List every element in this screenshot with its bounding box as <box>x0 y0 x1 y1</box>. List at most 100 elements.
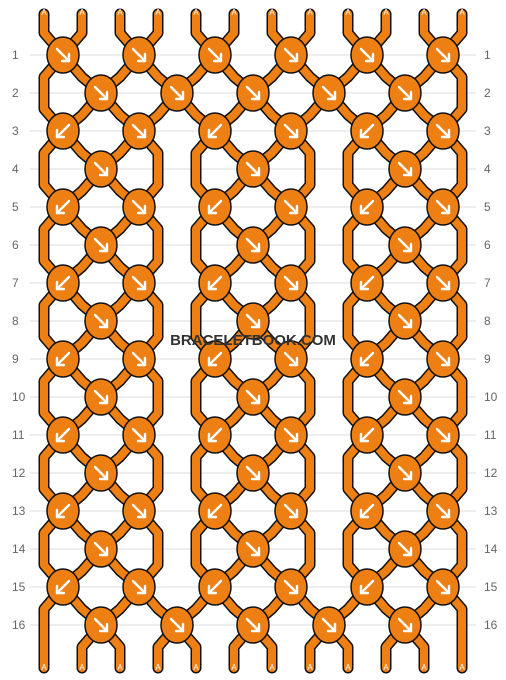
knot-rl <box>122 112 156 150</box>
knot-arrow-icon <box>207 579 223 595</box>
knot-arrow-icon <box>397 465 413 481</box>
string-label-top: A <box>269 8 275 17</box>
watermark-text: BRACELETBOOK.COM <box>170 332 336 349</box>
string-label-top: A <box>193 8 199 17</box>
row-number-left: 13 <box>12 504 26 518</box>
row-number-left: 2 <box>12 86 19 100</box>
knot-rr <box>388 302 422 340</box>
string-label-top: A <box>345 8 351 17</box>
knot-arrow-icon <box>93 237 109 253</box>
knot-arrow-icon <box>283 123 299 139</box>
knot-rl <box>274 492 308 530</box>
string-label-bottom: A <box>117 663 123 672</box>
knot-arrow-icon <box>55 579 71 595</box>
knot-ll <box>46 112 80 150</box>
knot-ll <box>350 264 384 302</box>
knot-rr <box>274 36 308 74</box>
knot-arrow-icon <box>283 47 299 63</box>
knot-arrow-icon <box>435 579 451 595</box>
knot-arrow-icon <box>283 351 299 367</box>
row-number-right: 5 <box>484 200 491 214</box>
row-number-left: 1 <box>12 48 19 62</box>
knot-arrow-icon <box>169 85 185 101</box>
thread-strand <box>287 10 333 672</box>
knot-rl <box>122 264 156 302</box>
knot-arrow-icon <box>131 503 147 519</box>
knot-arrow-icon <box>93 161 109 177</box>
knot-rl <box>274 568 308 606</box>
thread-strand <box>135 10 181 672</box>
knot-arrow-icon <box>93 389 109 405</box>
knot-rr <box>84 606 118 644</box>
string-label-top: A <box>231 8 237 17</box>
row-number-right: 6 <box>484 238 491 252</box>
string-label-bottom: A <box>459 663 465 672</box>
row-number-right: 12 <box>484 466 498 480</box>
knot-arrow-icon <box>131 579 147 595</box>
knot-arrow-icon <box>435 199 451 215</box>
knot-rr <box>236 302 270 340</box>
row-number-right: 16 <box>484 618 498 632</box>
knot-rr <box>84 530 118 568</box>
knot-arrow-icon <box>131 275 147 291</box>
thread-strand <box>40 10 67 672</box>
row-number-left: 3 <box>12 124 19 138</box>
knot-rr <box>388 530 422 568</box>
knot-ll <box>350 416 384 454</box>
knot-rl <box>426 340 460 378</box>
thread-strand <box>325 10 371 672</box>
string-label-top: A <box>117 8 123 17</box>
knot-arrow-icon <box>55 427 71 443</box>
knot-arrow-icon <box>321 85 337 101</box>
row-number-left: 11 <box>12 428 25 442</box>
knot-arrow-icon <box>55 199 71 215</box>
knot-arrow-icon <box>245 161 261 177</box>
thread-strand <box>173 10 219 672</box>
row-number-right: 8 <box>484 314 491 328</box>
knot-arrow-icon <box>131 351 147 367</box>
row-number-left: 6 <box>12 238 19 252</box>
knot-arrow-icon <box>359 503 375 519</box>
string-label-bottom: A <box>345 663 351 672</box>
knot-arrow-icon <box>93 313 109 329</box>
knot-arrow-icon <box>55 123 71 139</box>
knot-arrow-icon <box>397 541 413 557</box>
knot-arrow-icon <box>245 541 261 557</box>
knot-ll <box>46 188 80 226</box>
row-number-right: 3 <box>484 124 491 138</box>
knot-arrow-icon <box>245 617 261 633</box>
knot-ll <box>198 340 232 378</box>
knot-arrow-icon <box>283 275 299 291</box>
knot-arrow-icon <box>283 579 299 595</box>
knot-arrow-icon <box>397 313 413 329</box>
knot-ll <box>198 264 232 302</box>
knot-ll <box>46 568 80 606</box>
knot-rr <box>84 302 118 340</box>
string-label-bottom: A <box>79 663 85 672</box>
knot-arrow-icon <box>55 351 71 367</box>
knot-arrow-icon <box>283 503 299 519</box>
knot-rr <box>84 150 118 188</box>
knot-rr <box>388 74 422 112</box>
row-number-right: 13 <box>484 504 498 518</box>
knot-ll <box>198 188 232 226</box>
knot-rr <box>236 150 270 188</box>
knot-rr <box>388 454 422 492</box>
knot-arrow-icon <box>359 579 375 595</box>
row-number-right: 10 <box>484 390 498 404</box>
knot-rl <box>274 188 308 226</box>
knot-arrow-icon <box>359 351 375 367</box>
knot-rl <box>122 416 156 454</box>
knot-rr <box>388 226 422 264</box>
knot-arrow-icon <box>359 275 375 291</box>
knot-arrow-icon <box>93 617 109 633</box>
row-number-left: 10 <box>12 390 26 404</box>
knot-ll <box>350 492 384 530</box>
knot-arrow-icon <box>435 123 451 139</box>
knot-rr <box>236 530 270 568</box>
knot-arrow-icon <box>321 617 337 633</box>
knot-rl <box>122 340 156 378</box>
knot-rl <box>426 568 460 606</box>
knot-rr <box>46 36 80 74</box>
